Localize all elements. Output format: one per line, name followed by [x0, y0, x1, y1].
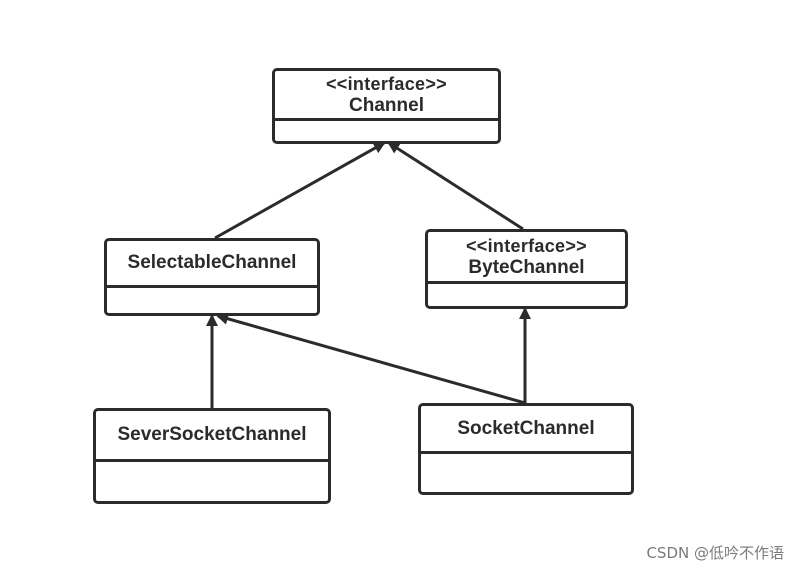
class-header-channel: <<interface>> Channel — [275, 71, 498, 121]
class-name: SocketChannel — [457, 417, 595, 439]
class-header-server-socket-channel: SeverSocketChannel — [96, 411, 328, 462]
stereotype-label: <<interface>> — [466, 235, 587, 256]
class-header-selectable-channel: SelectableChannel — [107, 241, 317, 288]
class-name: SeverSocketChannel — [117, 424, 307, 445]
arrow-selectable-to-channel — [214, 141, 386, 240]
class-box-selectable-channel: SelectableChannel — [104, 238, 320, 316]
class-header-byte-channel: <<interface>> ByteChannel — [428, 232, 625, 284]
arrow-byte-to-channel — [387, 141, 524, 231]
class-header-socket-channel: SocketChannel — [421, 406, 631, 454]
class-box-server-socket-channel: SeverSocketChannel — [93, 408, 331, 504]
class-box-socket-channel: SocketChannel — [418, 403, 634, 495]
class-name: Channel — [349, 94, 424, 116]
class-box-byte-channel: <<interface>> ByteChannel — [425, 229, 628, 309]
stereotype-label: <<interface>> — [326, 73, 447, 94]
class-name: SelectableChannel — [127, 252, 297, 273]
inheritance-arrows — [206, 141, 531, 408]
watermark: CSDN @低吟不作语 — [646, 544, 784, 562]
class-name: ByteChannel — [468, 256, 585, 278]
class-box-channel: <<interface>> Channel — [272, 68, 501, 144]
arrow-socket-to-selectable — [216, 312, 526, 405]
